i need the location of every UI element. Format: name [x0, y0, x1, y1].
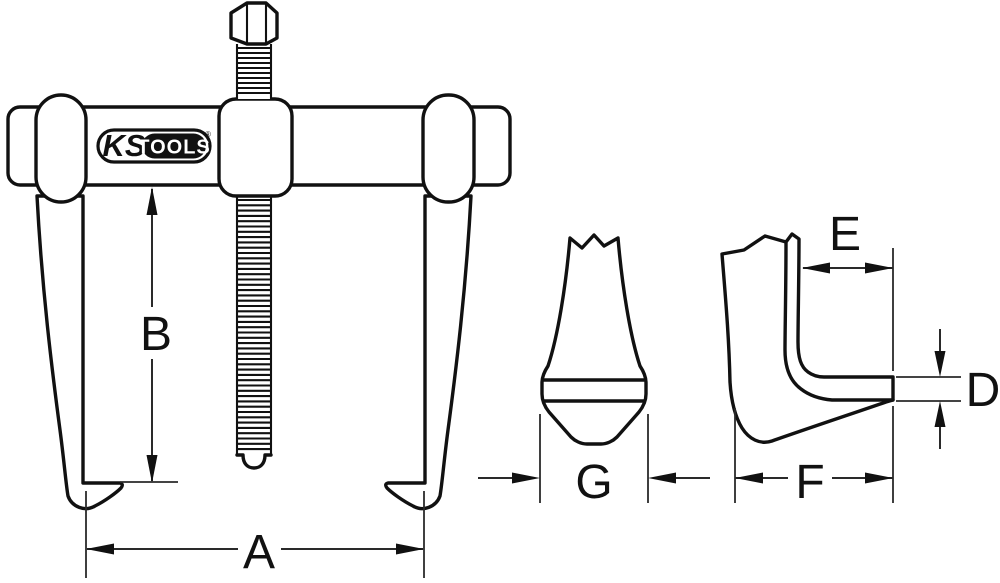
dimension-b-label: B — [140, 308, 172, 361]
logo-registered-mark: ® — [205, 130, 211, 139]
central-boss — [217, 97, 294, 198]
dimension-a-label: A — [243, 526, 275, 579]
dim-f-arrow-right — [865, 472, 893, 484]
spindle-tip — [235, 453, 273, 470]
dim-d-arrow-down — [934, 351, 946, 377]
threaded-spindle-lower — [235, 195, 273, 470]
dim-g-arrow-left — [648, 472, 676, 484]
dim-f-arrow-left — [735, 472, 763, 484]
dimension-e-label: E — [829, 208, 861, 261]
right-arm — [384, 194, 473, 511]
dim-g-arrow-right — [512, 472, 540, 484]
dimension-g-label: G — [575, 456, 612, 509]
threaded-spindle-upper — [235, 44, 273, 99]
dim-b-arrow-up — [146, 187, 158, 215]
dim-e-arrow-left — [802, 262, 830, 274]
left-arm — [35, 194, 124, 511]
dimension-e: E — [802, 208, 894, 371]
spindle-threads-upper — [238, 46, 270, 95]
jaw-side-inner-edge — [783, 241, 895, 402]
jaw-front-shape — [540, 233, 648, 446]
hex-bolt-head — [229, 1, 279, 46]
puller-assembly: KS TOOLS ® — [6, 1, 512, 511]
dim-a-arrow-right — [396, 543, 424, 555]
ks-tools-logo: KS TOOLS ® — [96, 128, 212, 164]
jaw-side-detail: E D F — [720, 208, 1000, 509]
dimension-f-label: F — [795, 456, 824, 509]
dim-a-arrow-left — [86, 543, 114, 555]
logo-text-ks: KS — [102, 128, 145, 163]
dimension-b: B — [120, 187, 178, 483]
jaw-front-detail: G — [478, 233, 710, 509]
logo-text-tools: TOOLS — [137, 137, 211, 159]
dimension-d-label: D — [966, 364, 1000, 417]
dimension-g: G — [478, 414, 710, 509]
dim-d-arrow-up — [934, 401, 946, 427]
dim-e-arrow-right — [865, 262, 893, 274]
dimension-f: F — [734, 406, 894, 509]
left-pivot-boss — [34, 93, 88, 204]
dimension-a: A — [85, 491, 425, 579]
jaw-side-shape — [720, 232, 895, 444]
dim-b-arrow-down — [146, 455, 158, 483]
dimension-d: D — [896, 329, 1000, 449]
right-pivot-boss — [421, 93, 476, 204]
logo-pill — [142, 133, 206, 159]
spindle-threads-lower — [238, 198, 270, 451]
